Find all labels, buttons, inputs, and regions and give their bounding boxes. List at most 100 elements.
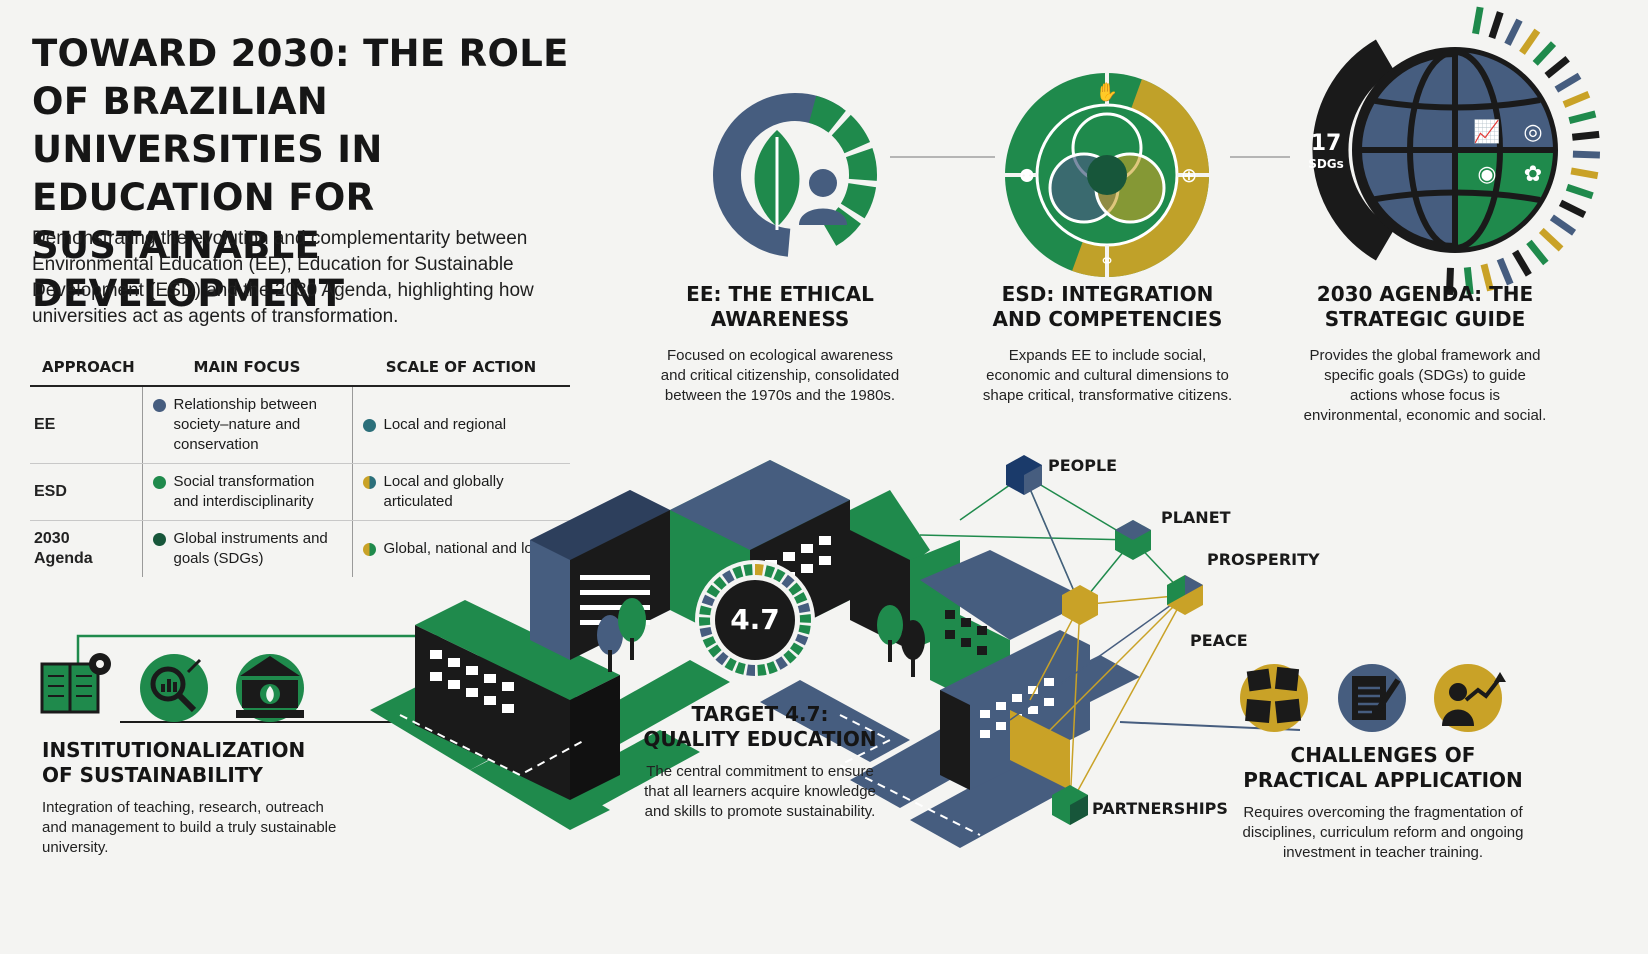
- badge-ring-segment: [789, 642, 804, 656]
- esd-emblem: ✋ ⚉ ⊕ ⚭: [1005, 73, 1209, 277]
- badge-ring-segment: [788, 582, 802, 596]
- table-row: EE Relationship between society–nature a…: [30, 386, 570, 464]
- table-header-scale: SCALE OF ACTION: [352, 357, 570, 387]
- badge-ring-segment: [699, 627, 713, 638]
- bullet-dot: [152, 533, 166, 546]
- sdg-count: 17: [1310, 131, 1342, 156]
- badge-ring-segment: [795, 633, 809, 646]
- esd-title: ESD: INTEGRATION AND COMPETENCIES: [992, 282, 1223, 331]
- eye-icon: ◉: [1477, 162, 1496, 187]
- table-header-row: APPROACH MAIN FOCUS SCALE OF ACTION: [30, 357, 570, 387]
- bullet-dot: [362, 476, 376, 489]
- table-row: 2030 Agenda Global instruments and goals…: [30, 520, 570, 578]
- institutionalization-block: INSTITUTIONALIZATION OF SUSTAINABILITY I…: [42, 738, 342, 858]
- curriculum-document-icon: [1338, 664, 1406, 732]
- ray-segment: [1549, 214, 1577, 236]
- scale-text: Local and regional: [383, 416, 507, 433]
- ray-segment: [1554, 72, 1582, 93]
- page-subtitle: Demonstrating the evolution and compleme…: [32, 228, 534, 327]
- globe-icon: ⊕: [1181, 163, 1198, 187]
- focus-text: Relationship between society–nature and …: [173, 396, 317, 453]
- ray-segment: [1544, 56, 1570, 79]
- focus-text: Social transformation and interdisciplin…: [173, 473, 315, 510]
- bullet-dot: [152, 399, 166, 412]
- table-cell-approach: ESD: [30, 463, 142, 521]
- target-description: The central commitment to ensure that al…: [644, 763, 876, 820]
- hand-plant-icon: ✋: [1096, 81, 1118, 103]
- badge-ring-segment: [757, 664, 767, 676]
- pillar-node-planet: [1115, 520, 1151, 560]
- ray-segment: [1572, 150, 1601, 159]
- target-block: TARGET 4.7: QUALITY EDUCATION The centra…: [640, 702, 880, 822]
- ee-description: Focused on ecological awareness and crit…: [660, 347, 900, 404]
- ray-segment: [1496, 257, 1514, 286]
- ray-segment: [1472, 6, 1484, 35]
- scale-text: Local and globally articulated: [383, 473, 504, 510]
- badge-ring-segment: [722, 570, 735, 584]
- ray-segment: [1463, 266, 1474, 295]
- table-cell-approach: 2030 Agenda: [34, 530, 93, 567]
- table-cell-scale: Global, national and local: [352, 521, 570, 578]
- ray-segment: [1538, 227, 1564, 252]
- table-header-approach: APPROACH: [30, 357, 142, 387]
- esd-description: Expands EE to include social, economic a…: [982, 347, 1233, 404]
- badge-ring-segment: [764, 565, 776, 578]
- table-cell-focus: Relationship between society–nature and …: [141, 386, 353, 464]
- badge-ring-segment: [699, 605, 712, 616]
- ray-segment: [1512, 249, 1532, 277]
- agenda-stage: 2030 AGENDA: THE STRATEGIC GUIDE Provide…: [1300, 282, 1550, 426]
- table-cell-scale: Local and regional: [352, 386, 570, 464]
- target-badge-label: 4.7: [730, 603, 780, 636]
- growth-chart-icon: 📈: [1473, 119, 1500, 145]
- challenges-title: CHALLENGES OF PRACTICAL APPLICATION: [1243, 743, 1523, 792]
- bullet-dot: [152, 476, 166, 489]
- badge-ring-segment: [797, 602, 811, 613]
- badge-ring-segment: [715, 651, 729, 666]
- ee-stage: EE: THE ETHICAL AWARENESS Focused on eco…: [655, 282, 905, 406]
- challenges-block: CHALLENGES OF PRACTICAL APPLICATION Requ…: [1238, 743, 1528, 863]
- ray-segment: [1480, 263, 1494, 292]
- agenda-description: Provides the global framework and specif…: [1303, 347, 1547, 424]
- ray-segment: [1570, 167, 1599, 180]
- pillar-node-peace: [1062, 585, 1098, 625]
- person-icon: [809, 169, 837, 197]
- ray-segment: [1562, 91, 1591, 108]
- table-cell-focus: Global instruments and goals (SDGs): [141, 520, 353, 577]
- handshake-icon: ⚭: [1099, 251, 1114, 272]
- badge-ring-segment: [766, 661, 778, 675]
- badge-ring-segment: [706, 584, 721, 598]
- ray-segment: [1571, 130, 1600, 141]
- ray-segment: [1568, 110, 1597, 125]
- ee-title: EE: THE ETHICAL AWARENESS: [686, 282, 874, 331]
- badge-ring-segment: [799, 614, 811, 623]
- challenges-description: Requires overcoming the fragmentation of…: [1242, 804, 1524, 861]
- badge-ring-segment: [746, 664, 755, 676]
- sdg-counter: 17 SDGs: [1305, 132, 1347, 172]
- ray-segment: [1504, 18, 1523, 46]
- badge-ring-segment: [793, 592, 808, 604]
- target-title: TARGET 4.7: QUALITY EDUCATION: [643, 702, 877, 751]
- institutionalization-icons: [40, 653, 304, 722]
- ray-segment: [1526, 239, 1549, 266]
- sdg-label: SDGs: [1308, 157, 1344, 171]
- badge-ring-segment: [798, 624, 811, 635]
- page-title: TOWARD 2030: THE ROLE OF BRAZILIAN UNIVE…: [32, 32, 569, 315]
- badge-ring-segment: [781, 574, 795, 589]
- ray-segment: [1519, 28, 1541, 55]
- institutionalization-title: INSTITUTIONALIZATION OF SUSTAINABILITY: [42, 738, 306, 787]
- bullet-dot: [362, 419, 376, 432]
- sdg-arc: [1312, 39, 1395, 261]
- badge-ring-segment: [734, 662, 746, 675]
- ray-segment: [1445, 267, 1454, 295]
- bullet-dot: [362, 543, 376, 556]
- badge-ring-segment: [783, 650, 797, 664]
- table-row: ESD Social transformation and interdisci…: [30, 463, 570, 521]
- agenda-title: 2030 AGENDA: THE STRATEGIC GUIDE: [1316, 282, 1534, 331]
- ray-segment: [1488, 11, 1504, 39]
- university-building-icon: [236, 654, 304, 722]
- badge-ring-segment: [699, 617, 711, 626]
- book-gear-icon: [40, 653, 111, 714]
- ray-segment: [1558, 199, 1587, 219]
- pillar-node-partnerships: [1052, 785, 1088, 825]
- pillar-label-prosperity: PROSPERITY: [1207, 550, 1320, 569]
